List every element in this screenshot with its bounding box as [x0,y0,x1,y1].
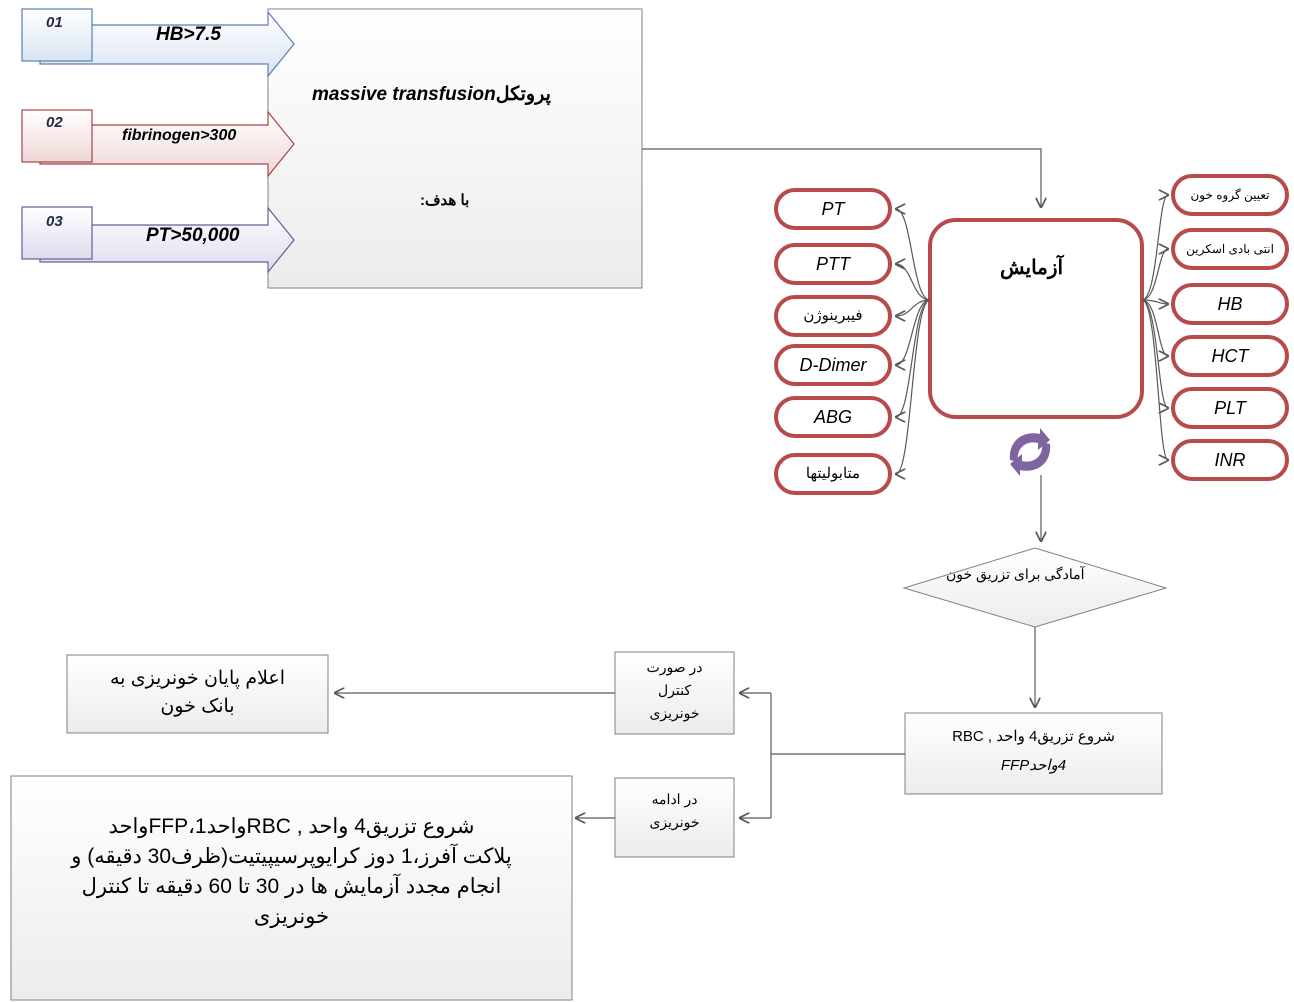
decision-diamond [902,547,1168,628]
right-test-pill [1171,335,1289,377]
goal-arrow-3 [21,206,295,274]
right-test-pill [1171,439,1289,481]
start-line-1-text: شروع تزریق4 واحد , RBC [952,728,1115,745]
continue-protocol-line: شروع تزریق4 واحد , RBCواحدFFP،1واحد [108,815,475,838]
right-test-label: HB [1217,294,1243,314]
branch-control-line: خونریزی [649,705,700,721]
left-test-label: ABG [813,407,852,427]
right-test-label: INR [1214,450,1246,470]
branch-continue-line: خونریزی [649,814,700,830]
protocol-title-fa: پروتکل [495,84,551,105]
branch-continue-label: در ادامه خونریزی [615,788,734,834]
left-test-pill [774,344,892,386]
right-test-pill [1171,283,1289,325]
connector-lab-to-right-test [1141,299,1168,460]
connector-lab-to-left-test [896,264,931,301]
protocol-box [267,8,643,289]
end-bleeding-box [66,654,329,734]
goal-3-number: 03 [46,213,63,230]
connector-lab-to-right-test [1141,299,1168,408]
goal-arrow-1 [21,8,295,78]
branch-control-line: در صورت [646,659,703,675]
connector-lab-to-right-test [1141,299,1168,356]
start-line-1: شروع تزریق4 واحد , RBC [905,727,1162,745]
left-test-pill [774,295,892,337]
goal-2-label: fibrinogen>300 [122,127,237,144]
protocol-title-latin: massive transfusion [312,84,496,105]
end-bleeding-label: اعلام پایان خونریزی به بانک خون [67,665,328,721]
left-test-pill [774,453,892,495]
decision-label: آمادگی برای تزریق خون [946,566,1085,582]
connector-lab-to-left-test [896,299,931,417]
lab-box [928,218,1144,419]
right-test-label: HCT [1211,346,1249,366]
continue-protocol-box [10,775,573,1001]
left-test-label: PT [821,199,845,219]
connector-lab-to-left-test [896,299,931,474]
left-test-label: D-Dimer [799,355,867,375]
connector-protocol-to-lab [642,148,1041,207]
right-test-pill [1171,228,1289,270]
lab-label: آزمایش [1000,257,1064,279]
left-test-pill [774,243,892,285]
connector-lab-to-right-test [1141,195,1168,301]
connector-lab-to-right-test [1141,300,1168,304]
left-test-pill [774,188,892,230]
right-test-label: PLT [1214,398,1246,418]
protocol-subtitle: با هدف: [420,192,470,209]
connector-lab-to-left-test [896,299,931,365]
continue-protocol-line: انجام مجدد آزمایش ها در 30 تا 60 دقیقه ت… [81,875,502,898]
connector-lab-to-right-test [1141,249,1168,301]
goal-2-number: 02 [46,114,63,131]
connector-lab-to-left-test [896,299,931,316]
goal-3-label: PT>50,000 [146,225,240,246]
goal-1-number: 01 [46,14,63,31]
branch-continue-box [614,777,735,858]
end-bleeding-line: بانک خون [160,696,235,717]
branch-control-line: کنترل [657,682,691,698]
left-test-pill [774,396,892,438]
continue-protocol-line: پلاکت آفرز،1 دوز کرایوپرسیپیتیت(ظرف30 دق… [71,845,512,868]
right-test-pill [1171,174,1289,216]
protocol-title: massive transfusionپروتکل [312,83,551,106]
goal-1-label: HB>7.5 [156,24,221,45]
branch-control-box [614,651,735,735]
left-test-label: متابولیتها [805,465,861,482]
branch-continue-line: در ادامه [651,791,698,807]
continue-protocol-label: شروع تزریق4 واحد , RBCواحدFFP،1واحد پلاک… [11,812,572,932]
right-test-label: انتی بادی اسکرین [1186,242,1274,256]
left-test-label: PTT [816,254,850,274]
continue-protocol-line: خونریزی [253,905,330,928]
right-test-label: تعیین گروه خون [1190,188,1270,202]
left-test-label: فیبرینوژن [803,307,863,324]
branch-control-label: در صورت کنترل خونریزی [615,656,734,725]
refresh-cycle-icon [1009,428,1051,476]
goal-arrow-2 [21,109,295,178]
end-bleeding-line: اعلام پایان خونریزی به [109,668,286,689]
start-transfusion-box [904,712,1163,795]
right-test-pill [1171,387,1289,429]
connector-lab-to-left-test [896,209,931,301]
start-line-2: 4واحدFFP [1000,757,1067,774]
